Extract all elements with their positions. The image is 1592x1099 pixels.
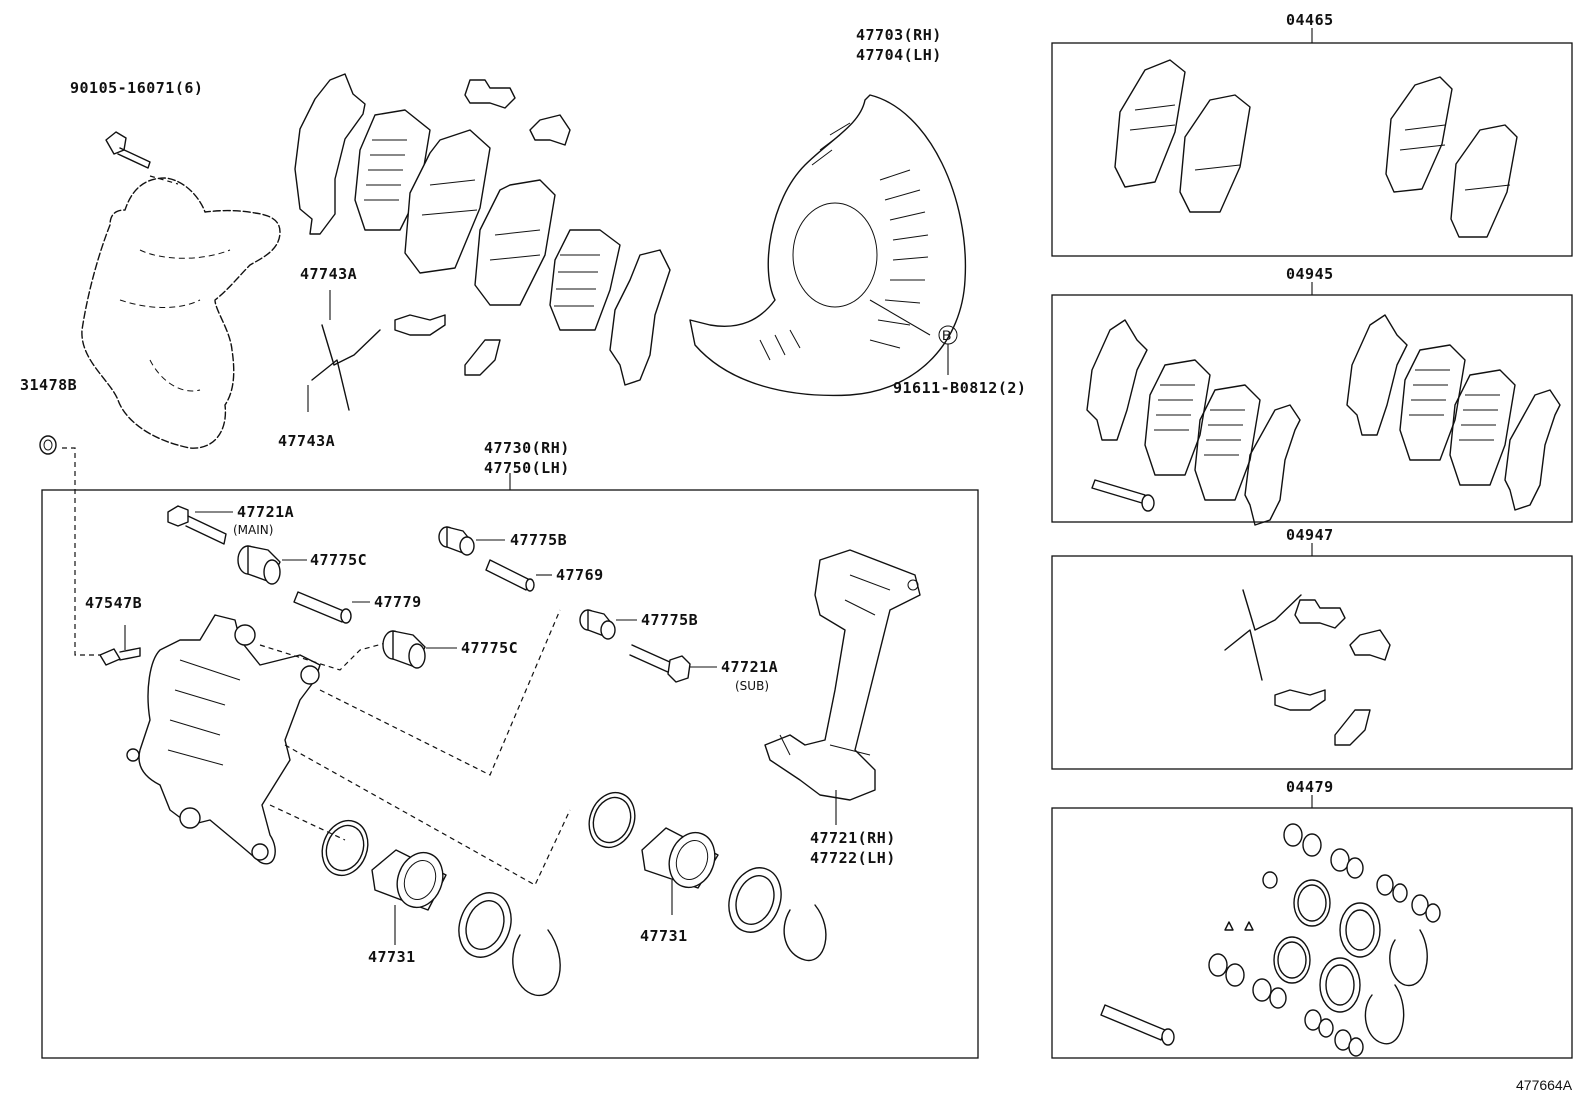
kit-04465-pads-icon — [1114, 59, 1518, 238]
kit-04947-clips-icon — [1224, 589, 1391, 746]
label-piston-1: 47731 — [368, 948, 416, 966]
dust-shield-icon — [689, 94, 967, 397]
kit-code-3: 04947 — [1286, 526, 1334, 544]
label-anti-squeal-2: 47743A — [278, 432, 335, 450]
label-dust-shield-lh: 47704(LH) — [856, 46, 942, 64]
snap-ring-2-icon[interactable] — [783, 904, 827, 962]
anti-squeal-wire-icon — [311, 324, 381, 411]
kit-04945-shims-icon — [1086, 314, 1561, 526]
caliper-body-icon — [126, 614, 321, 865]
label-anti-squeal-1: 47743A — [300, 265, 357, 283]
guide-pin-main-icon[interactable] — [167, 505, 227, 545]
bleeder-screw-icon[interactable] — [99, 647, 141, 666]
boot-47775c-lower-icon[interactable] — [382, 630, 426, 669]
label-pin-sub: 47721A — [721, 658, 778, 676]
sleeve-47769-icon[interactable] — [485, 559, 535, 592]
boot-47775b-lower-icon[interactable] — [579, 609, 616, 640]
label-sleeve: 47769 — [556, 566, 604, 584]
label-cap: 31478B — [20, 376, 77, 394]
kit-code-2: 04945 — [1286, 265, 1334, 283]
label-bleeder: 47547B — [85, 594, 142, 612]
piston-2-icon[interactable] — [641, 826, 722, 894]
snap-ring-1-icon[interactable] — [512, 929, 561, 996]
label-boot-b2: 47775B — [641, 611, 698, 629]
bolt-icon[interactable] — [105, 131, 179, 185]
dust-boot-2-icon[interactable] — [720, 860, 790, 939]
piston-1-icon[interactable] — [371, 846, 450, 914]
label-dust-shield-rh: 47703(RH) — [856, 26, 942, 44]
kit-code-4: 04479 — [1286, 778, 1334, 796]
label-screw: 91611-B0812(2) — [893, 379, 1026, 397]
label-pin-sub-note: (SUB) — [735, 679, 769, 693]
dust-boot-1-icon[interactable] — [450, 885, 520, 964]
label-pin-main: 47721A — [237, 503, 294, 521]
label-caliper-rh: 47730(RH) — [484, 439, 570, 457]
guide-pin-sub-icon[interactable] — [629, 644, 691, 683]
label-boot-c1: 47775C — [310, 551, 367, 569]
guide-pin-47779-icon[interactable] — [293, 591, 352, 624]
brake-pad-shim-outer-right-icon — [609, 249, 671, 386]
label-boot-b1: 47775B — [510, 531, 567, 549]
clip-icon-1 — [464, 79, 516, 109]
cap-icon[interactable] — [39, 435, 57, 455]
label-pin-47779: 47779 — [374, 593, 422, 611]
piston-seal-1-icon[interactable] — [315, 814, 375, 882]
brake-pad-plate-left-icon — [354, 109, 431, 231]
callout-b-label: B — [942, 327, 951, 343]
kit-code-1: 04465 — [1286, 11, 1334, 29]
clip-icon-3 — [394, 314, 446, 336]
kit-04479-seals-icon — [1100, 823, 1441, 1057]
label-mounting-rh: 47721(RH) — [810, 829, 896, 847]
brake-pad-left-icon — [404, 129, 491, 274]
brake-pad-shim-outer-left-icon — [294, 73, 366, 235]
caliper-outline-icon — [81, 177, 281, 449]
label-piston-2: 47731 — [640, 927, 688, 945]
kit-box-04947 — [1051, 555, 1573, 770]
diagram-ref: 477664A — [1516, 1077, 1573, 1093]
brake-pad-plate-right-icon — [549, 229, 621, 331]
label-pin-main-note: (MAIN) — [233, 523, 273, 537]
label-mounting-lh: 47722(LH) — [810, 849, 896, 867]
boot-47775b-upper-icon[interactable] — [438, 526, 475, 556]
mounting-bracket-icon — [764, 549, 921, 801]
boot-47775c-upper-icon[interactable] — [237, 545, 281, 585]
brake-pad-right-icon — [474, 179, 556, 306]
label-caliper-lh: 47750(LH) — [484, 459, 570, 477]
label-bolt: 90105-16071(6) — [70, 79, 203, 97]
clip-icon-4 — [464, 339, 501, 376]
label-boot-c2: 47775C — [461, 639, 518, 657]
clip-icon-2 — [529, 114, 571, 146]
piston-seal-2-icon[interactable] — [582, 786, 642, 854]
